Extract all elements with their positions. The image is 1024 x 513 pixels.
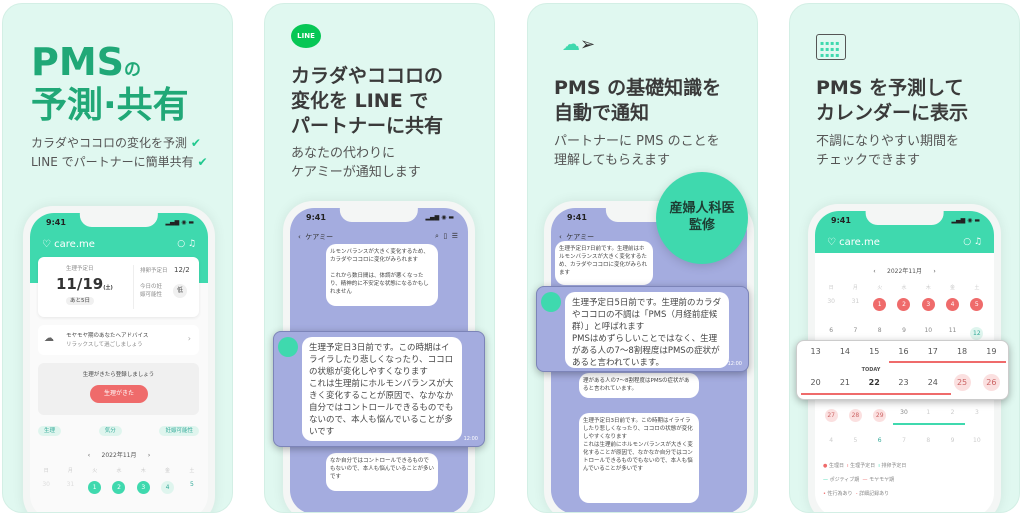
- weekday-row: 日月火水木金土: [43, 468, 195, 474]
- bell-icon[interactable]: ♫: [187, 239, 196, 249]
- phone-mockup: 9:41▂▄▆ ◉ ▬ ♡ care.me ○ ♫ 生理予定日 11/19(土)…: [23, 206, 215, 512]
- line-logo: LINE: [291, 24, 321, 48]
- app-logo: ♡ care.me: [827, 237, 880, 248]
- headline-2: 予測·共有: [31, 85, 189, 126]
- subheadline: パートナーに PMS のことを理解してもらえます: [554, 134, 720, 168]
- menu-icon[interactable]: ☰: [451, 232, 458, 240]
- prev-month-button[interactable]: ‹: [873, 268, 876, 275]
- status-icons: ▂▄▆ ◉ ▬: [165, 219, 194, 226]
- highlighted-chat-message: 生理予定日5日前です。生理前のカラダやココロの不調は「PMS（月経前症候群）」と…: [536, 286, 749, 372]
- next-month-button[interactable]: ›: [147, 452, 151, 459]
- bell-icon[interactable]: ♫: [973, 237, 982, 247]
- subheadline: あなたの代わりにケアミーが通知します: [291, 146, 421, 180]
- register-period-box: 生理がきたら登録しましょう 生理がきた: [38, 363, 199, 415]
- prev-month-button[interactable]: ‹: [87, 452, 91, 459]
- panel-calendar: ▪▪▪▪▪▪▪▪▪▪▪▪ PMS を予測してカレンダーに表示 不調になりやすい期…: [789, 3, 1020, 513]
- cloud-icon: ☁: [44, 333, 54, 344]
- chat-message: なか自分ではコントロールできるものでもないので、本人も悩んでいることが多いです: [326, 453, 438, 491]
- paper-plane-icon: ☁➢: [562, 34, 596, 55]
- filter-chips: 生理 気分 妊娠可能性: [38, 426, 199, 436]
- calendar-icon: ▪▪▪▪▪▪▪▪▪▪▪▪: [816, 34, 846, 60]
- period-summary-card[interactable]: 生理予定日 11/19(土) あと5日 排卵予定日 12/2 今日の妊娠可能性 …: [38, 257, 199, 317]
- headline: カラダやココロの変化を LINE でパートナーに共有: [291, 65, 444, 137]
- feature-list: カラダやココロの変化を予測 ✔ LINE でパートナーに簡単共有 ✔: [31, 136, 208, 169]
- search-icon[interactable]: ⌕: [435, 232, 439, 240]
- app-logo: ♡ care.me: [42, 239, 95, 250]
- subheadline: 不調になりやすい期間をチェックできます: [816, 134, 960, 168]
- today-cell: 22: [868, 378, 880, 387]
- headline: PMS を予測してカレンダーに表示: [816, 77, 969, 124]
- panel-line-share: LINE カラダやココロの変化を LINE でパートナーに共有 あなたの代わりに…: [264, 3, 495, 513]
- period-started-button[interactable]: 生理がきた: [90, 385, 148, 403]
- chat-message: ルモンバランスが大きく変化するため、カラダやココロに変化がみられます これから数…: [326, 244, 438, 306]
- check-icon: ✔: [197, 155, 208, 169]
- calendar-legend: ● 生理日 ı 生理予定日 ı 排卵予定日 — ポジティブ期 — モヤモヤ期 •…: [823, 463, 907, 497]
- highlighted-chat-message: 生理予定日3日前です。この時期はイライラしたり悲しくなったり、ココロの状態が変化…: [273, 331, 485, 447]
- next-month-button[interactable]: ›: [933, 268, 936, 275]
- chat-message: 理がある人の7〜8割程度はPMSの症状があると言われています。: [579, 373, 699, 398]
- gynecologist-supervised-badge: 産婦人科医監修: [656, 172, 748, 264]
- chat-message: 生理予定日7日前です。生理前はホルモンバランスが大きく変化するため、カラダやココ…: [555, 241, 653, 285]
- panel-notification: ☁➢ PMS の基礎知識を自動で通知 パートナーに PMS のことを理解してもら…: [527, 3, 758, 513]
- back-icon[interactable]: ‹: [559, 233, 562, 241]
- avatar: [541, 292, 561, 312]
- avatar: [278, 337, 298, 357]
- advice-card[interactable]: ☁ モヤモヤ期のあなたへアドバイス リラックスして過ごしましょう ›: [38, 325, 199, 355]
- check-icon: ✔: [190, 136, 201, 150]
- chat-icon[interactable]: ○: [177, 239, 186, 249]
- back-icon[interactable]: ‹: [298, 233, 301, 241]
- panel-prediction: PMSの 予測·共有 カラダやココロの変化を予測 ✔ LINE でパートナーに簡…: [2, 3, 233, 513]
- chat-icon[interactable]: ○: [963, 237, 972, 247]
- headline: PMSの: [31, 40, 142, 84]
- chevron-right-icon: ›: [187, 334, 191, 343]
- weekday-row: 日月火水木金土: [828, 285, 980, 291]
- note-icon[interactable]: ▯: [443, 232, 448, 240]
- headline: PMS の基礎知識を自動で通知: [554, 77, 722, 124]
- chat-message: 生理予定日3日前です。この時期はイライラしたり悲しくなったり、ココロの状態が変化…: [579, 413, 699, 503]
